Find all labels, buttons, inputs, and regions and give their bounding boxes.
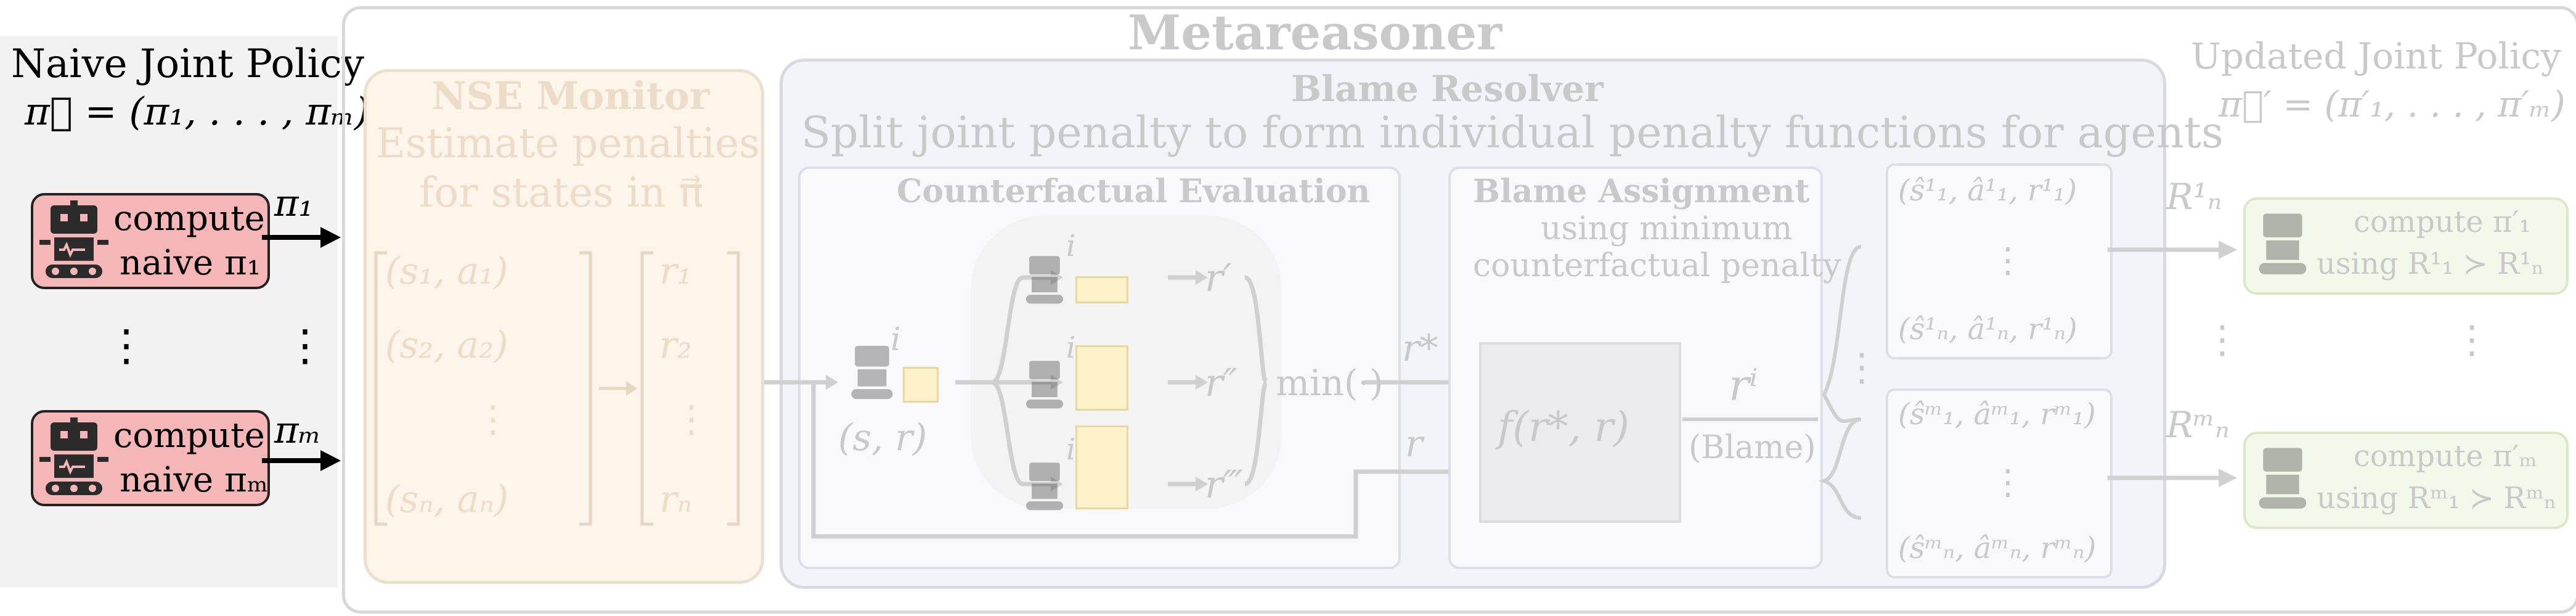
nse-monitor-line2: for states in π⃗: [419, 169, 704, 216]
individual-penalties-agent-m: [1886, 388, 2113, 578]
robot-icon: [1025, 462, 1064, 511]
agent-m-box: compute naive πₘ: [31, 410, 270, 506]
blame-output-symbol: rⁱ: [1729, 360, 1758, 411]
updated-agent-1-line1: compute π′₁: [2354, 205, 2531, 239]
agent-m-arrow: [262, 450, 341, 471]
updated-agent-m-box: compute π′ₘ using Rᵐ₁ ≻ Rᵐₙ: [2243, 432, 2569, 529]
robot-icon: [1025, 256, 1064, 304]
nse-monitor-box: [364, 69, 764, 584]
cf-r: r: [1405, 422, 1423, 466]
output-reward-1: R¹ₙ: [2166, 176, 2222, 218]
updated-policy-vector: π⃗′ = (π′₁, . . . , π′ₘ): [2219, 83, 2566, 125]
robot-icon: [2259, 213, 2307, 274]
nse-matrix-brackets: [374, 251, 740, 526]
updated-agent-m-line1: compute π′ₘ: [2354, 439, 2537, 474]
nse-pair-ellipsis: ⋮: [475, 398, 512, 441]
blame-flow-arrows: [764, 270, 1464, 539]
updated-agent-1-line2: using R¹₁ ≻ R¹ₙ: [2317, 247, 2545, 281]
nse-monitor-line1: Estimate penalties: [376, 120, 760, 167]
state-square: [1075, 276, 1128, 303]
individual-penalties-agent-1: [1886, 163, 2113, 359]
blame-function-box: [1479, 342, 1681, 523]
cf-agent-index: i: [891, 321, 901, 358]
agent-m-output-label: πₘ: [274, 409, 322, 452]
blame-function-label: f(r*, r): [1498, 403, 1629, 451]
state-square: [1075, 425, 1128, 509]
nse-reward-n: rₙ: [659, 478, 692, 521]
cf-min-label: min(·): [1276, 362, 1384, 404]
updated-agent-m-line2: using Rᵐ₁ ≻ Rᵐₙ: [2317, 481, 2557, 515]
cf-output-2: r″: [1205, 360, 1237, 405]
robot-icon: [39, 200, 108, 278]
robot-icon: [2259, 448, 2307, 509]
nse-reward-2: r₂: [659, 324, 692, 367]
ind-m-ellipsis: ⋮: [1991, 462, 2025, 503]
agent-1-box: compute naive π₁: [31, 193, 270, 289]
robot-icon: [1025, 361, 1064, 409]
agent-1-output-label: π₁: [274, 182, 314, 225]
blame-assignment-line1: using minimum: [1541, 210, 1793, 247]
naive-policy-title: Naive Joint Policy: [11, 41, 364, 87]
robot-icon: [851, 345, 893, 400]
blame-output-label: (Blame): [1689, 429, 1816, 466]
ind-m-first: (ŝᵐ₁, âᵐ₁, rᵐ₁): [1898, 397, 2096, 432]
ind-1-last: (ŝ¹ₙ, â¹ₙ, r¹ₙ): [1898, 312, 2077, 347]
cf-input-label: (s, r): [838, 416, 927, 459]
nse-reward-1: r₁: [659, 250, 692, 293]
cf-r-star: r*: [1402, 327, 1438, 370]
metareasoner-frame: [342, 6, 2576, 614]
state-square: [903, 367, 939, 403]
ind-m-last: (ŝᵐₙ, âᵐₙ, rᵐₙ): [1898, 531, 2097, 565]
naive-policy-vector: π⃗ = (π₁, . . . , πₘ): [25, 89, 370, 134]
blame-assignment-title: Blame Assignment: [1473, 173, 1810, 210]
output-reward-m: Rᵐₙ: [2166, 404, 2230, 446]
agents-ellipsis-right: ⋮: [283, 320, 327, 371]
counterfactual-title: Counterfactual Evaluation: [897, 173, 1371, 210]
cf-output-1: r′: [1205, 255, 1232, 300]
ind-1-ellipsis: ⋮: [1991, 240, 2025, 281]
blame-resolver-subtitle: Split joint penalty to form individual p…: [801, 107, 2223, 158]
ind-1-first: (ŝ¹₁, â¹₁, r¹₁): [1898, 173, 2077, 208]
metareasoner-title: Metareasoner: [1128, 5, 1502, 61]
nse-pair-n: (sₙ, aₙ): [385, 478, 509, 521]
updated-ellipsis-left: ⋮: [2203, 317, 2241, 362]
cf-output-3: r‴: [1205, 462, 1243, 507]
individual-ellipsis: ⋮: [1843, 345, 1881, 390]
robot-icon: [39, 417, 108, 495]
agent-1-arrow: [262, 227, 341, 248]
updated-ellipsis-right: ⋮: [2453, 317, 2491, 362]
nse-reward-ellipsis: ⋮: [673, 398, 710, 441]
output-arrows: [2108, 240, 2237, 487]
cf-agent-index: i: [1066, 331, 1076, 365]
agent-1-line1: compute: [113, 199, 265, 239]
blame-split-braces: [1682, 245, 1862, 520]
blame-resolver-title: Blame Resolver: [1291, 68, 1604, 110]
agent-1-line2: naive π₁: [120, 243, 261, 283]
updated-policy-title: Updated Joint Policy: [2191, 35, 2561, 77]
nse-pair-2: (s₂, a₂): [385, 324, 508, 367]
cf-agent-index: i: [1066, 229, 1076, 263]
agent-m-line2: naive πₘ: [120, 460, 269, 500]
updated-agent-1-box: compute π′₁ using R¹₁ ≻ R¹ₙ: [2243, 197, 2569, 295]
blame-assignment-line2: counterfactual penalty: [1473, 247, 1841, 284]
nse-pair-1: (s₁, a₁): [385, 250, 508, 293]
agent-m-line1: compute: [113, 416, 265, 456]
nse-monitor-title: NSE Monitor: [431, 73, 710, 118]
state-square: [1075, 345, 1128, 411]
agents-ellipsis-left: ⋮: [105, 320, 148, 371]
cf-agent-index: i: [1066, 432, 1076, 467]
